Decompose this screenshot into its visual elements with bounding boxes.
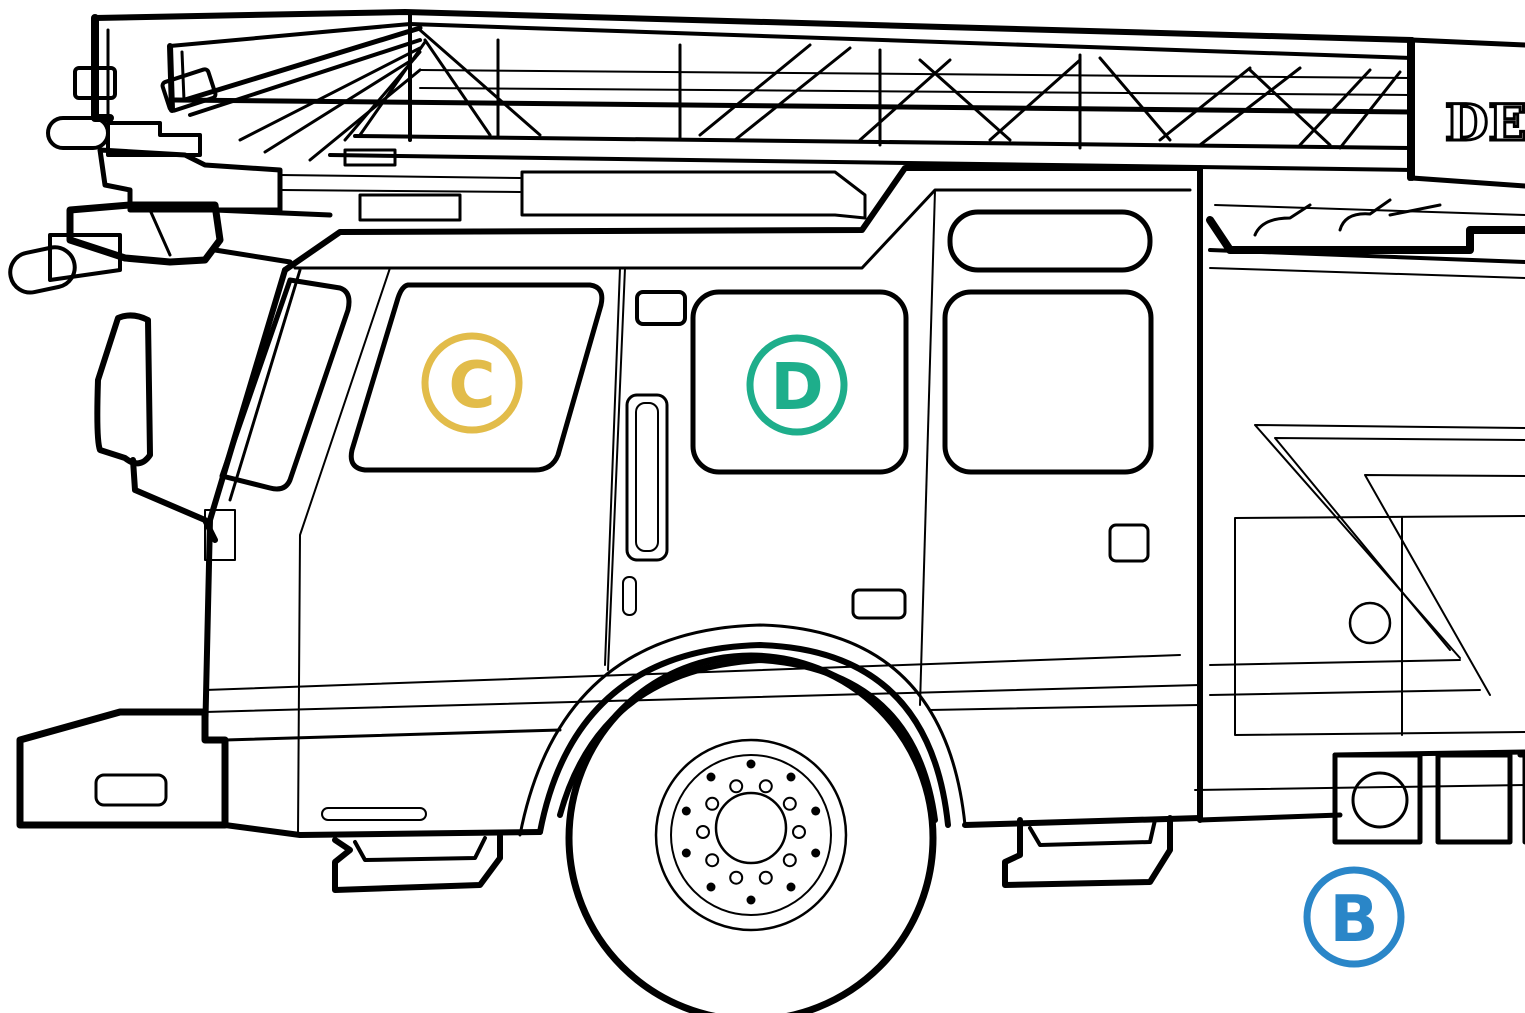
ladder-sign-text: DE bbox=[1445, 93, 1525, 152]
marker-c: C bbox=[425, 336, 519, 430]
aerial-ladder bbox=[75, 12, 1525, 186]
lug-nut bbox=[707, 883, 716, 892]
lug-nut bbox=[747, 760, 756, 769]
cab-body bbox=[20, 150, 1200, 835]
lug-nut bbox=[811, 849, 820, 858]
hub-hole bbox=[793, 826, 805, 838]
lug-nut bbox=[747, 896, 756, 905]
wheel-lug-nuts bbox=[682, 760, 820, 905]
lug-nut bbox=[787, 773, 796, 782]
hub-hole bbox=[760, 872, 772, 884]
hub-hole bbox=[784, 798, 796, 810]
lug-nut bbox=[707, 773, 716, 782]
marker-c-label: C bbox=[449, 349, 496, 423]
lug-nut bbox=[787, 883, 796, 892]
ladder-nozzle bbox=[7, 118, 330, 296]
hub-hole bbox=[730, 780, 742, 792]
marker-d-label: D bbox=[770, 351, 823, 425]
front-wheel bbox=[520, 625, 965, 1013]
hub-hole bbox=[706, 854, 718, 866]
marker-b-label: B bbox=[1330, 883, 1379, 957]
hub-hole bbox=[760, 780, 772, 792]
lug-nut bbox=[811, 807, 820, 816]
hub-hole bbox=[784, 854, 796, 866]
hub-hole bbox=[730, 872, 742, 884]
truck-line-art bbox=[7, 12, 1525, 1013]
marker-d: D bbox=[750, 338, 844, 432]
hub-hole bbox=[706, 798, 718, 810]
lug-nut bbox=[682, 849, 691, 858]
lug-nut bbox=[682, 807, 691, 816]
hub-hole bbox=[697, 826, 709, 838]
marker-b: B bbox=[1307, 870, 1401, 964]
